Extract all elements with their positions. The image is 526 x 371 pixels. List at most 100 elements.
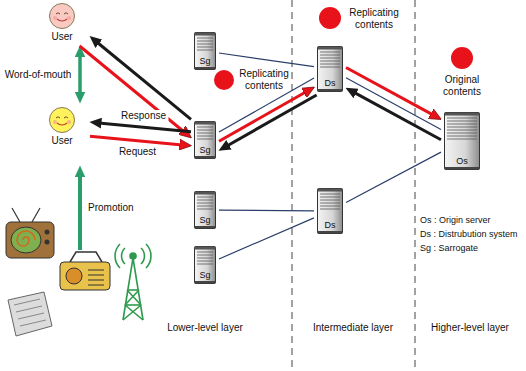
server-slot [197,41,213,42]
radio-icon [60,252,110,290]
edge-label: Request [117,146,158,158]
server-cap [195,247,216,250]
user-face [48,2,76,30]
content-dot [451,47,473,69]
content-label: Replicating contents [346,7,402,31]
server-cap [195,33,216,36]
face-cheek [53,120,57,124]
legend-text: Os : Origin server [420,214,491,226]
server-cap [195,122,216,125]
server-slot [447,130,477,131]
link-line [219,53,314,67]
server-base [195,67,216,70]
layer-label: Intermediate layer [313,322,393,334]
content-dot [214,70,234,90]
server-body [318,47,343,92]
server-node: Sg [194,246,216,284]
legend-text: Ds : Distrubution system [420,228,518,240]
server-label: Sg [199,270,210,280]
server-slot [447,139,477,140]
link-line [346,152,441,202]
server-node: Os [444,112,480,170]
server-body [195,122,216,159]
response-arrow [224,95,316,147]
promotion-label: Promotion [88,202,134,214]
server-slot [320,197,340,198]
server-base [445,167,480,170]
user-node: User [37,2,87,43]
server-label: Sg [199,215,210,225]
server-base [318,89,343,92]
face-eyes [56,13,68,14]
server-slot [197,133,213,134]
server-label: Ds [325,220,336,230]
server-node: Sg [194,121,216,159]
face-cheek [53,16,57,20]
layer-label: Higher-level layer [431,322,509,334]
server-node: Ds [317,46,343,92]
server-cap [318,189,343,192]
face-outline [50,4,75,29]
server-slot [447,121,477,122]
user-face [48,106,76,134]
server-slot [320,58,340,59]
server-slot [197,127,213,128]
server-slot [197,203,213,204]
face-eyes [56,117,68,118]
server-body [195,192,216,229]
face-outline [50,108,75,133]
server-slot [447,118,477,119]
server-slot [197,261,213,262]
server-slot [320,61,340,62]
server-slot [197,197,213,198]
server-slot [197,136,213,137]
server-body [318,189,343,234]
server-slot [320,194,340,195]
server-slot [320,203,340,204]
request-arrow [90,136,185,145]
server-slot [197,44,213,45]
server-slot [197,130,213,131]
user-node: User [37,106,87,147]
server-cap [318,47,343,50]
server-base [195,281,216,284]
server-slot [197,209,213,210]
legend-text: Sg : Sarrogate [420,242,478,254]
server-slot [320,209,340,210]
server-cap [195,192,216,195]
server-slot [197,252,213,253]
server-body [195,247,216,284]
request-arrow [346,67,436,116]
server-slot [197,47,213,48]
server-slot [447,124,477,125]
server-slot [447,136,477,137]
layer-divider [415,0,416,371]
server-base [195,156,216,159]
face-mouth [57,19,67,21]
server-body [445,113,480,170]
content-dot [319,7,341,29]
tower-icon [115,244,151,320]
server-label: Os [456,156,468,166]
server-slot [447,133,477,134]
server-slot [197,264,213,265]
server-slot [197,258,213,259]
face-mouth [57,123,67,125]
request-arrow [80,46,187,134]
edge-label: Response [119,110,168,122]
server-slot [320,200,340,201]
edge-label: Word-of-mouth [3,69,74,81]
link-line [219,210,314,212]
server-slot [320,52,340,53]
server-slot [197,255,213,256]
response-arrow [95,40,191,119]
content-label: Original contents [434,74,490,98]
server-node: Sg [194,32,216,70]
response-arrow [96,123,191,132]
server-slot [320,67,340,68]
server-base [195,226,216,229]
server-slot [197,38,213,39]
